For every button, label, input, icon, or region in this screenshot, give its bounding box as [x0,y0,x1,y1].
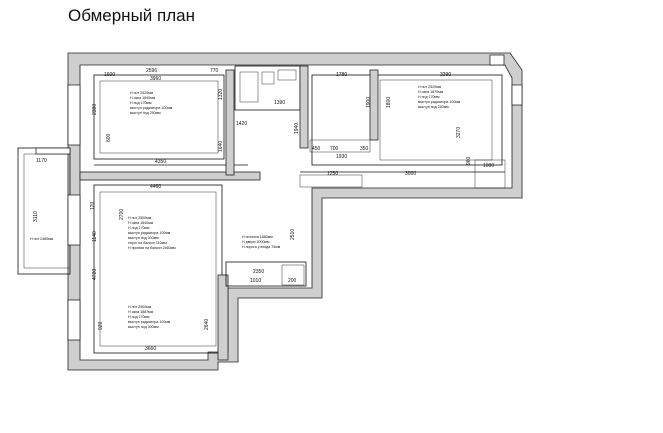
kitchen-counter [309,139,371,153]
dim-label: 3270 [456,127,462,138]
dim-label: 1250 [327,171,338,177]
note-line: H окна 1870мм [418,90,444,94]
partition-bath [299,65,309,149]
dim-label: 1140 [92,231,98,242]
dim-label: 1000 [483,163,494,169]
dim-label: 3660 [145,346,156,352]
bathtub [239,71,259,103]
dim-label: 1010 [250,278,261,284]
balcony-outline [17,147,71,275]
dim-label: 1640 [218,141,224,152]
note-line: H под 170мм [128,315,150,319]
outer-walls [67,52,523,371]
entrance-door [281,264,305,286]
dim-label: 2596 [146,68,157,74]
room-3-outline [93,184,223,354]
note-line: H под 170мм [128,226,150,230]
dim-label: 450 [312,146,321,152]
note-line: H под 170мм [418,95,440,99]
dim-label: 1170 [36,158,47,164]
dim-label: 960 [466,156,472,165]
dim-label: 1320 [218,89,224,100]
dim-label: 3960 [150,76,161,82]
hall-entry [225,261,307,287]
dim-label: 350 [360,146,369,152]
dim-label: 1940 [294,123,300,134]
window-left-middle [67,194,81,246]
dim-label: 4350 [155,159,166,165]
dim-label: 2380 [92,104,98,115]
toilet [277,69,297,81]
note-line: выступ под 300мм [128,236,159,240]
note-line: выступ радиатора 100мм [128,320,171,324]
note-line: выступ радиатора 100мм [130,106,173,110]
dim-label: 3110 [33,211,39,222]
dim-label: 2510 [290,229,296,240]
dim-label: 1390 [274,100,285,106]
dim-label: 700 [330,146,339,152]
partition-center [225,69,235,176]
dim-label: 1930 [336,154,347,160]
note-line: H окна 1887мм [128,310,154,314]
dim-label: 2350 [253,269,264,275]
dim-label: 920 [98,321,104,330]
partition-kitchen [369,69,379,141]
note-line: выступ радиатора 100мм [128,231,171,235]
note-line: H порога у входа 75мм [242,245,281,249]
room-2-inner [379,79,493,161]
note-line: порог на балкон 110мм [128,241,167,245]
dim-label: 770 [210,68,219,74]
dim-label: 3390 [440,72,451,78]
room-3-inner [99,191,217,347]
dim-label: 1900 [366,97,372,108]
note-line: H пот 2480мм [30,237,54,241]
note-line: выступ под 300мм [128,325,159,329]
hall-cabinet [299,174,363,188]
dim-label: 4460 [150,184,161,190]
dim-label: 3000 [405,171,416,177]
window-left-top [67,84,81,146]
note-line: H окна 1840мм [130,96,156,100]
dim-label: 120 [90,201,96,210]
dim-label: 600 [106,133,112,142]
dim-label: 2640 [204,319,210,330]
dim-label: 200 [288,278,297,284]
note-line: H пот 2500мм [128,216,152,220]
bathroom-outline [234,65,301,111]
dim-label: 1800 [386,97,392,108]
room-1-outline [93,74,225,160]
partition-room3 [217,274,229,361]
dim-label: 1420 [236,121,247,127]
kitchen-unit [474,159,506,189]
note-line: H пот 2520мм [130,91,154,95]
dim-label: 2700 [119,209,125,220]
note-line: H окна 1840мм [128,221,154,225]
room-2-outline [311,74,503,166]
balcony-inner [23,153,71,269]
note-line: выступ радиатора 100мм [418,100,461,104]
balcony-window [35,147,71,155]
room-1-inner [99,80,219,154]
note-line: H двери 2000мм [242,240,270,244]
window-left-bottom [67,299,81,341]
dim-label: 1600 [104,72,115,78]
note-line: выступ под 250мм [130,111,161,115]
window-top-right [489,54,505,66]
sink [261,71,275,85]
note-line: H потолка 1880мм [242,235,273,239]
note-line: H пот 2520мм [418,85,442,89]
window-right [511,84,523,106]
dim-label: 1780 [336,72,347,78]
page-title: Обмерный план [68,6,195,25]
partition-horizontal [79,171,261,181]
note-line: H пот 2500мм [128,305,152,309]
note-line: H под 170мм [130,101,152,105]
note-line: H проема на балкон 2460мм [128,246,176,250]
dim-label: 4720 [92,269,98,280]
note-line: выступ под 250мм [418,105,449,109]
